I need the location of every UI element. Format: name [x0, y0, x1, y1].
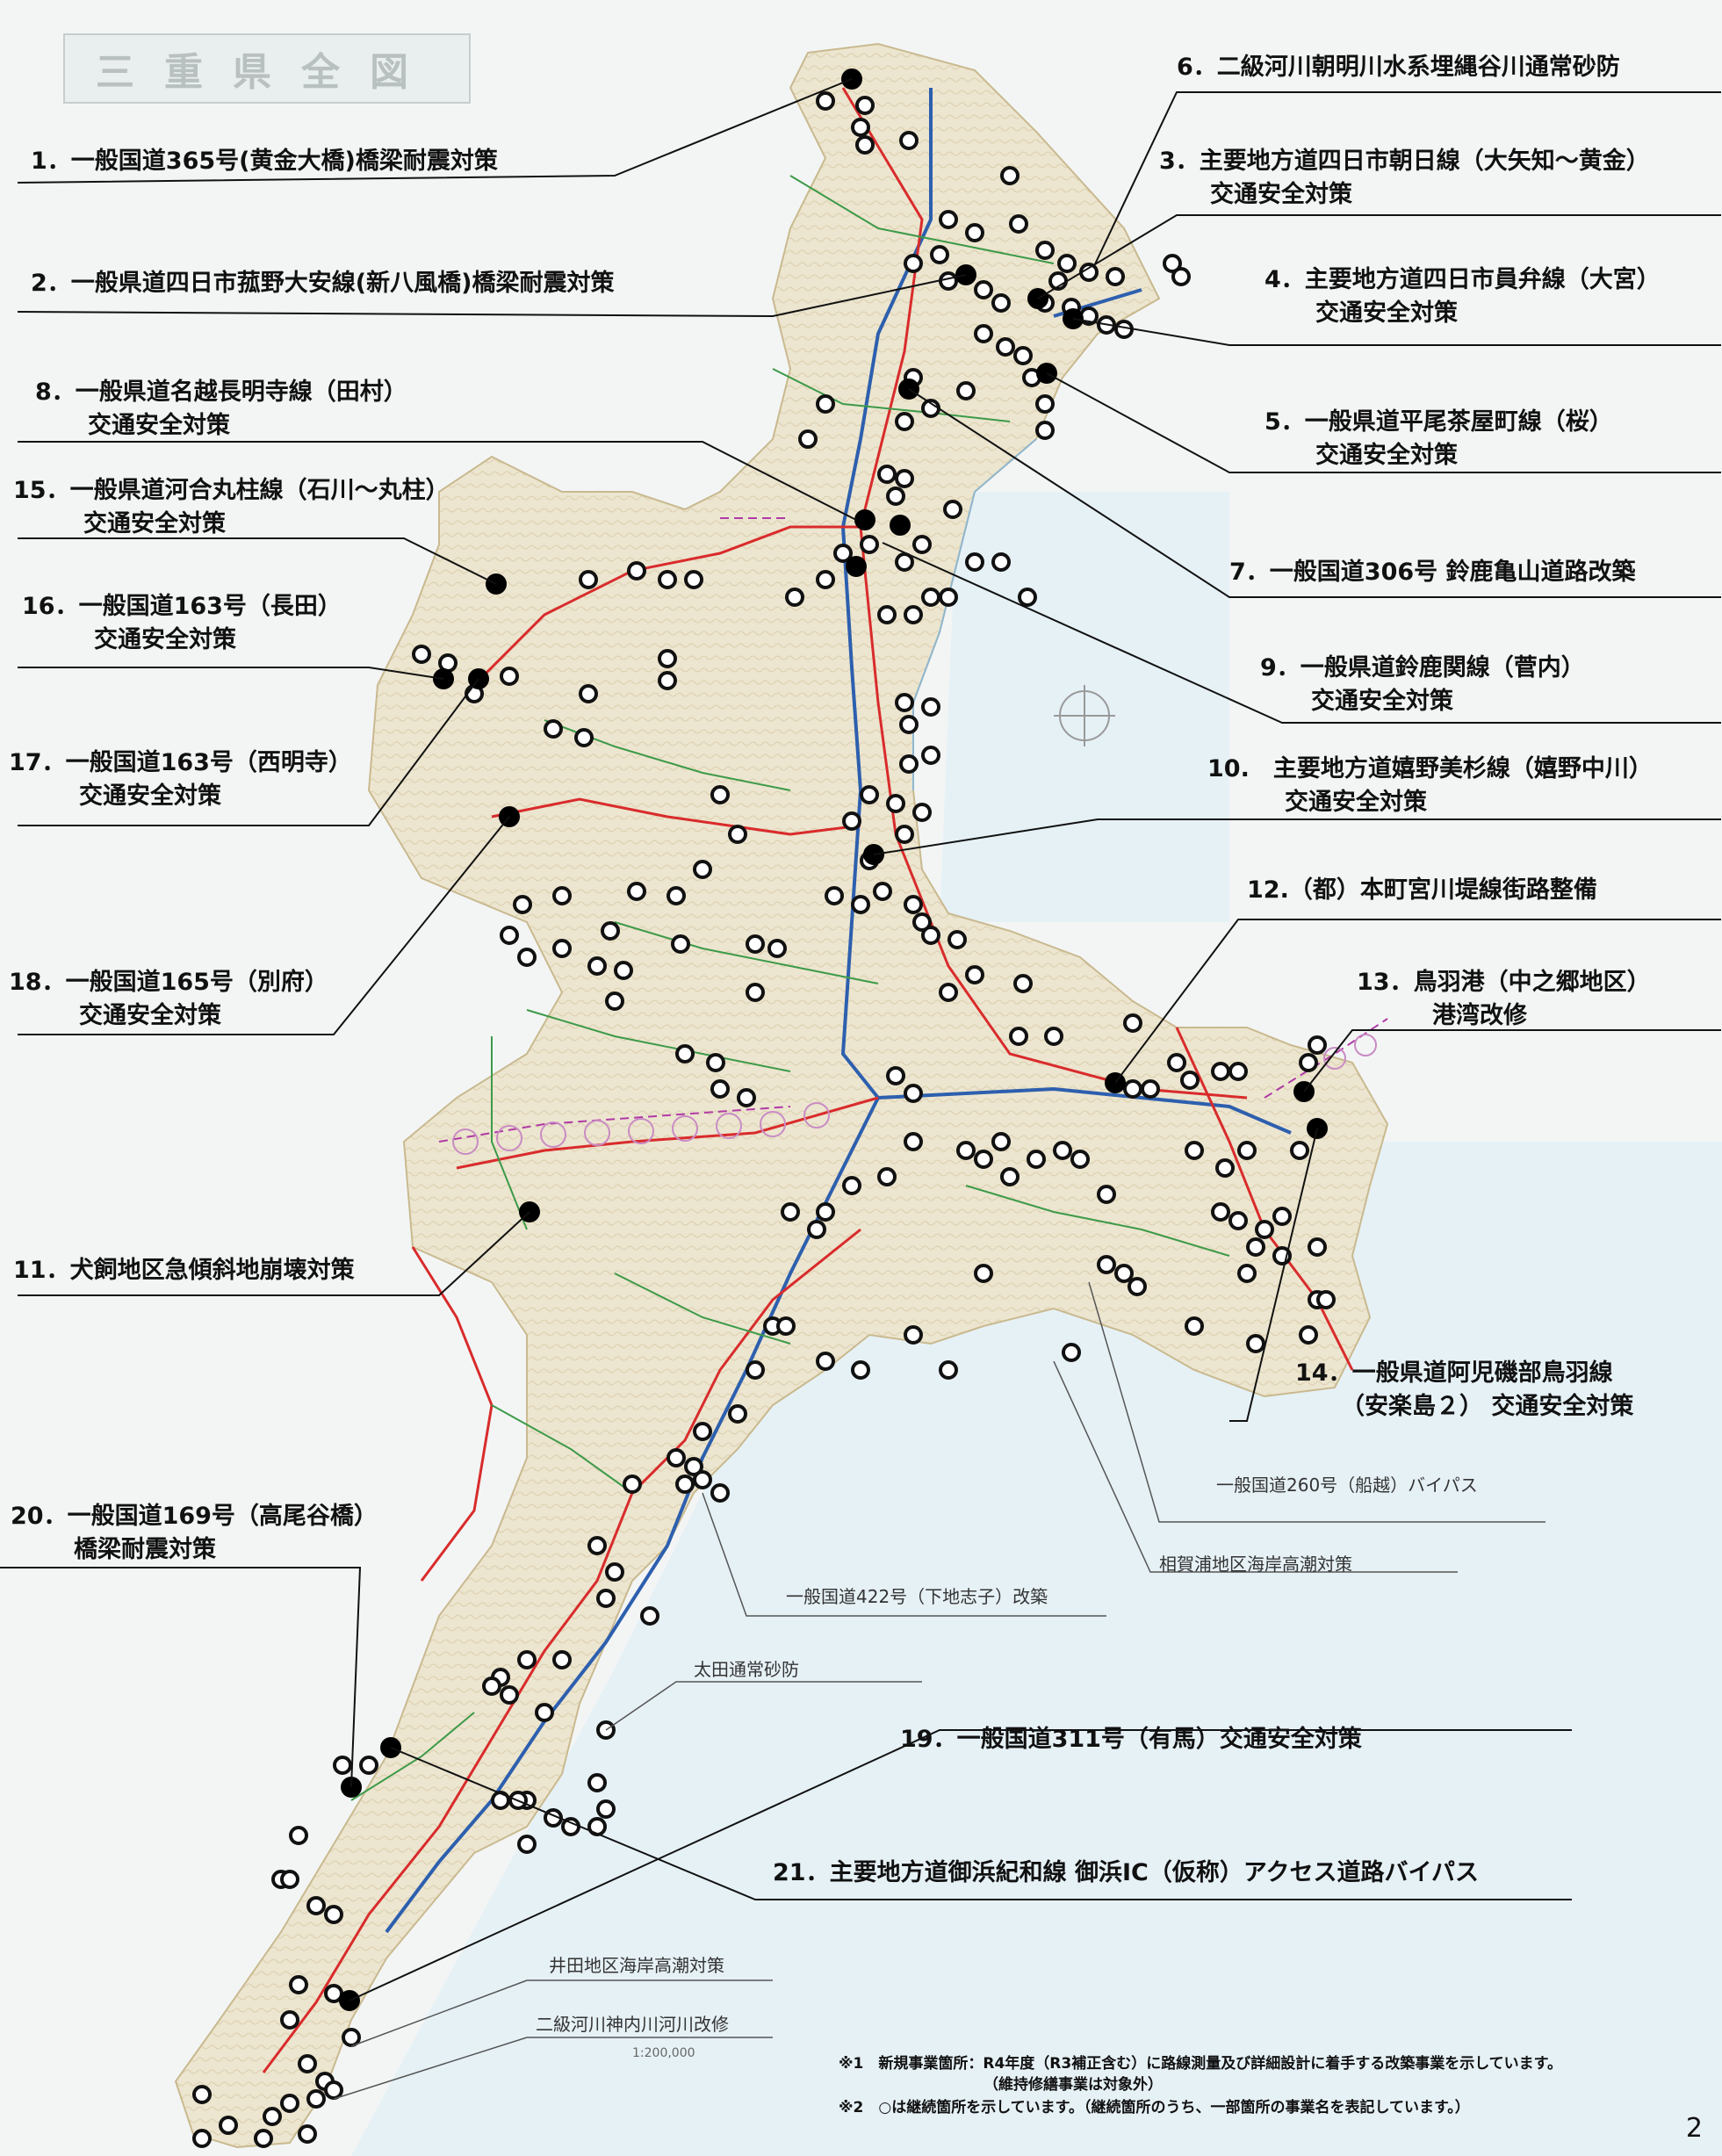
- label-continuing-ida: 井田地区海岸高潮対策: [549, 1955, 724, 1976]
- leader-lines-continuing: [333, 1281, 1545, 2100]
- label-project-1: 1．一般国道365号(黄金大橋)橋梁耐震対策: [31, 148, 498, 175]
- sea-area: [351, 1142, 1722, 2156]
- mie-prefecture-land: [174, 42, 1389, 2149]
- label-project-19: 19．一般国道311号（有馬）交通安全対策: [900, 1726, 1362, 1753]
- label-project-11: 11．犬飼地区急傾斜地崩壊対策: [13, 1257, 355, 1284]
- label-project-14: 14．一般県道阿児磯部鳥羽線（安楽島２） 交通安全対策: [1295, 1359, 1634, 1420]
- label-continuing-260: 一般国道260号（船越）バイパス: [1216, 1475, 1478, 1496]
- label-project-20: 20．一般国道169号（高尾谷橋）橋梁耐震対策: [11, 1503, 378, 1563]
- label-continuing-422: 一般国道422号（下地志子）改築: [786, 1586, 1048, 1607]
- label-continuing-ougaura: 相賀浦地区海岸高潮対策: [1159, 1554, 1352, 1575]
- label-project-13: 13．鳥羽港（中之郷地区）港湾改修: [1357, 969, 1651, 1029]
- prefectural-route-network: [350, 175, 1230, 1801]
- label-project-9: 9．一般県道鈴鹿関線（菅内）交通安全対策: [1260, 654, 1585, 715]
- label-project-4: 4．主要地方道四日市員弁線（大宮）交通安全対策: [1264, 266, 1661, 327]
- leader-lines: [0, 78, 1721, 2001]
- label-project-3: 3．主要地方道四日市朝日線（大矢知～黄金）交通安全対策: [1159, 148, 1650, 208]
- page-number: 2: [1685, 2113, 1703, 2144]
- label-project-17: 17．一般国道163号（西明寺）交通安全対策: [9, 749, 352, 810]
- label-project-5: 5．一般県道平尾茶屋町線（桜）交通安全対策: [1264, 408, 1613, 469]
- label-project-8: 8．一般県道名越長明寺線（田村）交通安全対策: [35, 379, 407, 439]
- label-continuing-kounai: 二級河川神内川河川改修: [536, 2014, 729, 2035]
- label-project-12: 12.（都）本町宮川堤線街路整備: [1247, 876, 1597, 904]
- compass-icon: [1054, 685, 1115, 746]
- map-title: 三重県全図: [63, 33, 471, 104]
- label-project-6: 6．二級河川朝明川水系埋縄谷川通常砂防: [1177, 54, 1620, 81]
- label-continuing-ota: 太田通常砂防: [694, 1659, 799, 1680]
- note-1-sub: （維持修繕事業は対象外）: [983, 2076, 1163, 2094]
- label-project-15: 15．一般県道河合丸柱線（石川～丸柱）交通安全対策: [13, 477, 450, 537]
- label-project-2: 2．一般県道四日市菰野大安線(新八風橋)橋梁耐震対策: [31, 270, 615, 297]
- label-project-21: 21．主要地方道御浜紀和線 御浜IC（仮称）アクセス道路バイパス: [773, 1859, 1479, 1886]
- planned-road-circles: [452, 1034, 1377, 1155]
- label-project-18: 18．一般国道165号（別府）交通安全対策: [9, 969, 328, 1029]
- scale-label: 1:200,000: [632, 2046, 695, 2060]
- note-1: ※1 新規事業箇所：R4年度（R3補正含む）に路線測量及び詳細設計に着手する改築…: [839, 2055, 1562, 2073]
- planned-road-network: [438, 517, 1388, 1143]
- label-project-16: 16．一般国道163号（長田）交通安全対策: [22, 593, 342, 653]
- label-project-7: 7．一般国道306号 鈴鹿亀山道路改築: [1229, 559, 1636, 586]
- label-project-10: 10. 主要地方道嬉野美杉線（嬉野中川）交通安全対策: [1207, 755, 1653, 816]
- note-2: ※2 ○は継続箇所を示しています。（継続箇所のうち、一部箇所の事業名を表記してい…: [839, 2099, 1470, 2116]
